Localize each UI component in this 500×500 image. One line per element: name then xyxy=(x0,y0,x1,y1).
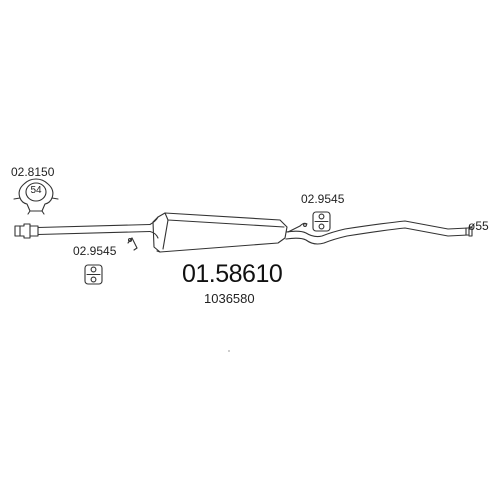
front-pipe xyxy=(37,216,159,239)
part-code-label-hanger-lower: 02.9545 xyxy=(73,244,117,258)
outlet-hanger-bracket xyxy=(287,222,308,233)
rubber-hanger-icon xyxy=(84,264,103,285)
exhaust-clamp-icon xyxy=(13,178,59,215)
clamp-size-label: 54 xyxy=(30,185,42,196)
rear-pipe xyxy=(285,220,469,245)
rubber-hanger-icon xyxy=(312,211,331,232)
stray-dot xyxy=(228,350,230,352)
main-part-number: 01.58610 xyxy=(182,260,283,288)
part-code-label-hanger-upper: 02.9545 xyxy=(301,192,345,206)
muffler-hanger-bracket xyxy=(127,237,138,251)
oem-reference-number: 1036580 xyxy=(204,291,255,306)
inlet-pipe-end xyxy=(14,223,39,239)
part-code-label-clamp: 02.8150 xyxy=(11,165,55,179)
pipe-diameter-label: ø55 xyxy=(468,219,489,233)
outlet-pipe-end xyxy=(465,226,473,237)
muffler-body xyxy=(152,212,288,253)
